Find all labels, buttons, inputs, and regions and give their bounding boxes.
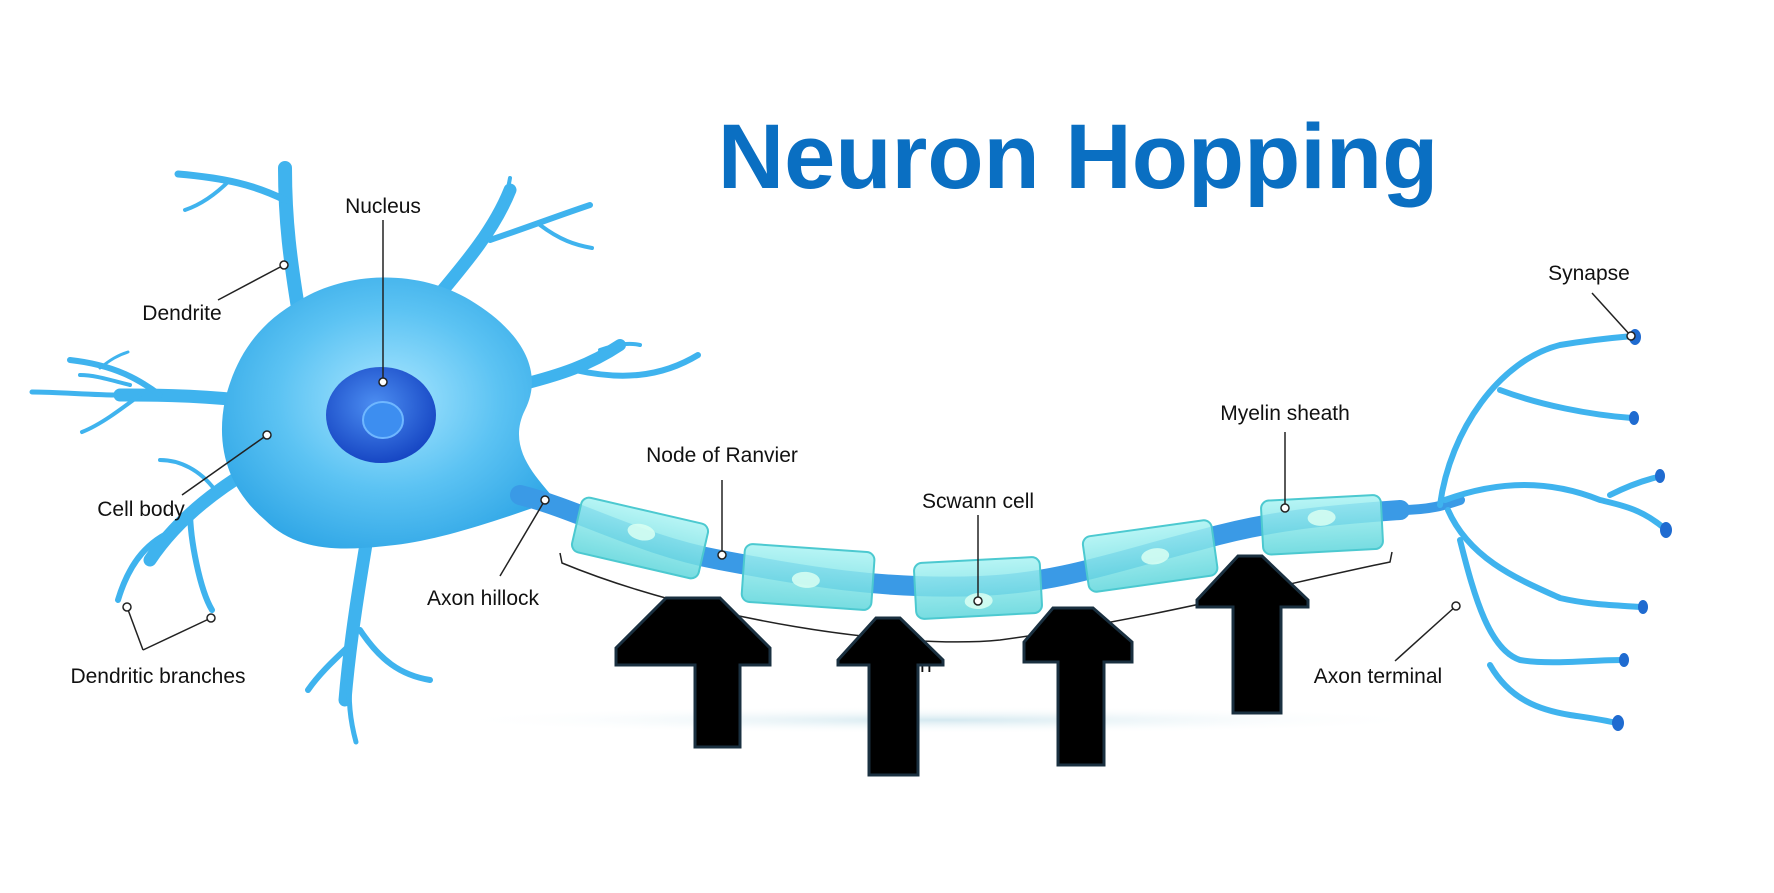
myelin-segment xyxy=(740,543,876,611)
myelin-segment xyxy=(570,496,710,580)
myelin-sheath xyxy=(570,494,1384,620)
arrow-up-icon xyxy=(614,596,772,749)
leader-dots xyxy=(122,260,1636,623)
nucleolus xyxy=(362,401,404,439)
label-myelin-sheath: Myelin sheath xyxy=(1220,402,1350,425)
axon-shadow xyxy=(440,706,1440,734)
synaptic-boutons xyxy=(1612,329,1672,731)
label-cell-body: Cell body xyxy=(97,498,185,521)
label-node-of-ranvier: Node of Ranvier xyxy=(646,444,798,467)
label-dendritic-branches: Dendritic branches xyxy=(70,665,245,688)
label-dendrite: Dendrite xyxy=(142,302,221,325)
leader-lines xyxy=(126,220,1632,662)
myelin-segment xyxy=(1081,519,1219,593)
arrow-up-icon xyxy=(836,616,945,777)
label-synapse: Synapse xyxy=(1548,262,1630,285)
label-schwann-cell: Scwann cell xyxy=(922,490,1034,513)
up-arrows xyxy=(614,554,1310,777)
myelin-segment xyxy=(1260,494,1384,556)
arrow-up-icon xyxy=(1195,554,1310,715)
page-title: Neuron Hopping xyxy=(718,106,1439,208)
label-axon-terminal: Axon terminal xyxy=(1314,665,1442,688)
axon-terminals xyxy=(1437,333,1667,726)
label-axon-hillock: Axon hillock xyxy=(427,587,540,610)
arrow-up-icon xyxy=(1022,606,1134,767)
axon-terminal-stalk xyxy=(1395,495,1465,515)
label-nucleus: Nucleus xyxy=(345,195,421,218)
